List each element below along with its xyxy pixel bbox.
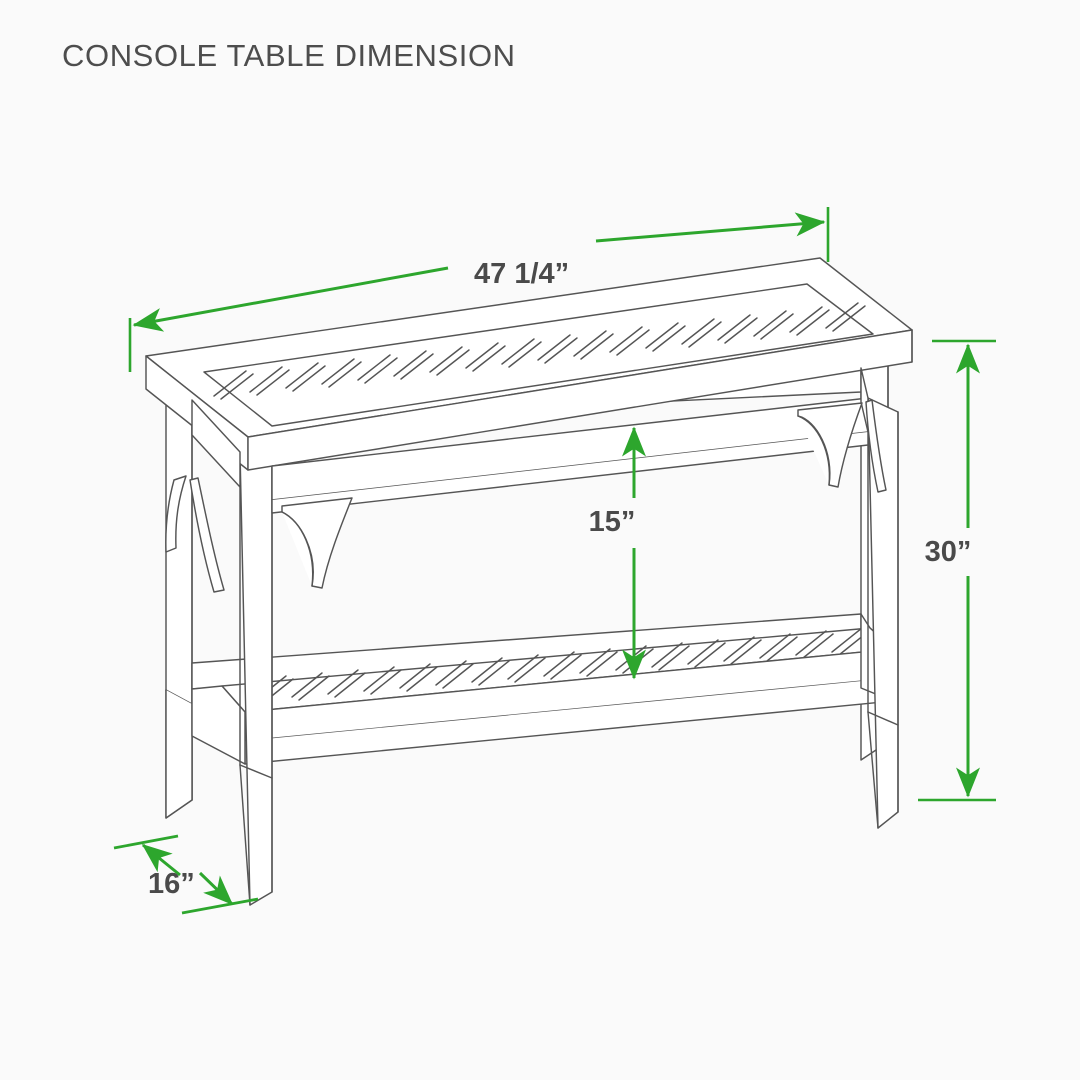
width-dimension-label: 47 1/4”: [474, 258, 569, 290]
corbel-bracket-left-far: [165, 475, 187, 553]
corbel-bracket-right-far: [865, 399, 887, 493]
depth-extension-front: [181, 897, 259, 915]
corbel-bracket-left-inner: [189, 477, 225, 593]
page-title: CONSOLE TABLE DIMENSION: [62, 38, 516, 73]
depth-extension-back: [113, 834, 179, 850]
leg-front-right: [867, 397, 899, 829]
depth-dimension-label: 16”: [148, 868, 195, 900]
dimension-height: 30”: [918, 339, 996, 802]
dimension-width: 47 1/4”: [128, 207, 830, 372]
tabletop-slats: [145, 257, 913, 438]
shelf-end-left: [191, 685, 246, 765]
corbel-bracket-front-left: [281, 497, 353, 589]
width-dimension-line-left: [132, 266, 449, 332]
depth-dimension-line-back: [141, 843, 181, 877]
height-dimension-label: 30”: [925, 536, 972, 568]
width-dimension-line-right: [595, 212, 826, 243]
table-illustration: [145, 257, 913, 906]
apron-rail-front: [271, 397, 869, 514]
depth-dimension-line-front: [198, 871, 234, 906]
corbel-bracket-front-right: [797, 402, 863, 488]
apron-rail-left: [191, 399, 241, 488]
leg-back-left: [165, 367, 193, 819]
dimension-depth: 16”: [113, 834, 259, 915]
clearance-dimension-label: 15”: [589, 506, 636, 538]
leg-front-left: [239, 451, 273, 906]
dimension-shelf-clearance: 15”: [589, 426, 646, 680]
